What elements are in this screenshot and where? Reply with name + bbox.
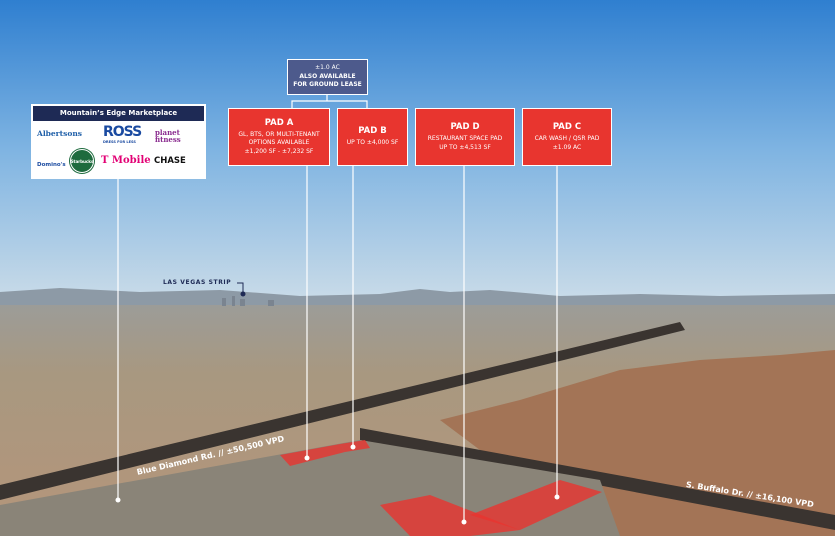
ground-lease-acreage: ±1.0 AC [315,64,340,72]
pad-title: PAD B [358,126,387,137]
dominos-logo: Domino's [37,162,66,168]
ross-tagline: DRESS FOR LESS [103,140,136,144]
pad-detail: ±1,200 SF - ±7,232 SF [244,147,314,155]
pad-detail: UP TO ±4,513 SF [439,143,491,151]
planet-fitness-logo: planet fitness [155,128,181,144]
pad-title: PAD A [264,117,294,128]
strip-pointer [237,282,244,293]
marketplace-tenants-panel: Mountain’s Edge Marketplace Albertsons R… [31,104,206,179]
pad-detail: ±1.09 AC [552,143,582,151]
leader-lines [117,95,558,522]
marketplace-title: Mountain’s Edge Marketplace [33,106,204,121]
albertsons-logo: Albertsons [37,129,82,138]
chase-logo: CHASE [154,156,186,166]
skyline [222,296,274,306]
pad-d-parcel [380,495,520,536]
pad-d-box: PAD D RESTAURANT SPACE PAD UP TO ±4,513 … [415,108,515,166]
pad-title: PAD C [552,122,582,132]
pad-c-box: PAD C CAR WASH / QSR PAD ±1.09 AC [522,108,612,166]
pad-detail: OPTIONS AVAILABLE [248,139,310,147]
ground-lease-line3: FOR GROUND LEASE [293,81,362,89]
pad-c-parcel [470,480,602,530]
ross-logo: ROSS [103,124,142,140]
tmobile-logo: T Mobile [101,155,151,166]
pad-detail: UP TO ±4,000 SF [346,139,399,147]
blue-diamond-road [0,322,685,500]
ground-lease-line2: ALSO AVAILABLE [299,72,356,80]
pad-title: PAD D [450,122,480,132]
ground-lease-box: ±1.0 AC ALSO AVAILABLE FOR GROUND LEASE [287,59,368,95]
mountains [0,288,835,310]
pad-detail: CAR WASH / QSR PAD [534,135,600,142]
las-vegas-strip-label: LAS VEGAS STRIP [163,279,232,286]
buffalo-road [360,428,835,530]
pad-detail: RESTAURANT SPACE PAD [427,135,503,142]
pad-b-box: PAD B UP TO ±4,000 SF [337,108,408,166]
pad-a-parcel [280,444,345,466]
pad-a-box: PAD A GL, BTS, OR MULTI-TENANT OPTIONS A… [228,108,330,166]
starbucks-logo: Starbucks [70,149,94,173]
pad-detail: GL, BTS, OR MULTI-TENANT [238,130,320,138]
